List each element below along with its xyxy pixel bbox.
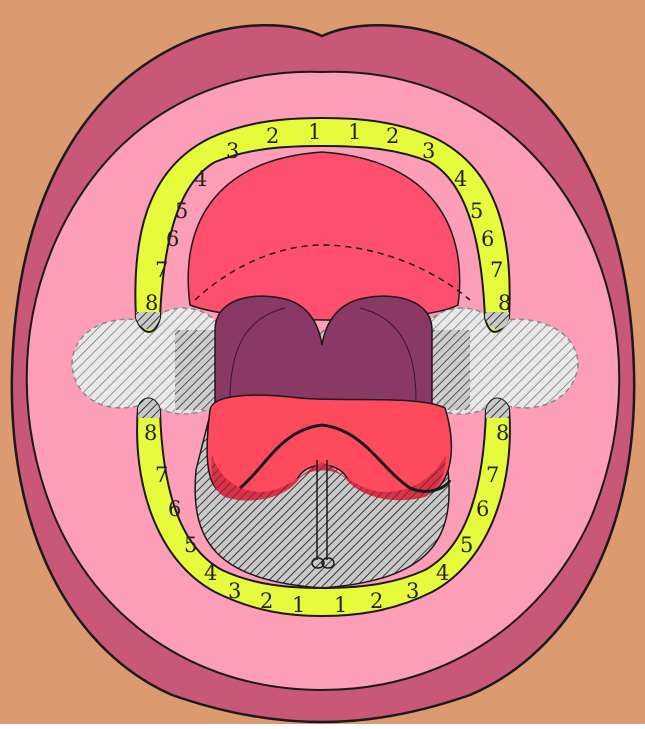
tooth-label-upper-left-4: 4 <box>454 167 467 191</box>
tooth-label-lower-right-3: 3 <box>228 579 241 603</box>
tooth-label-upper-right-6: 6 <box>166 227 179 251</box>
tooth-label-lower-left-4: 4 <box>436 561 449 585</box>
tooth-label-lower-left-6: 6 <box>476 497 489 521</box>
tooth-label-lower-right-1: 1 <box>292 593 305 617</box>
tooth-label-upper-left-7: 7 <box>490 258 503 282</box>
tooth-label-lower-right-6: 6 <box>168 497 181 521</box>
tooth-label-upper-right-1: 1 <box>308 120 321 144</box>
tooth-label-lower-left-8: 8 <box>496 421 509 445</box>
tooth-label-upper-right-4: 4 <box>194 167 207 191</box>
tooth-label-lower-right-7: 7 <box>155 463 168 487</box>
tooth-label-lower-left-7: 7 <box>486 463 499 487</box>
tooth-label-upper-left-1: 1 <box>348 120 361 144</box>
tooth-label-lower-left-1: 1 <box>334 593 347 617</box>
tooth-label-lower-left-5: 5 <box>460 533 473 557</box>
tooth-label-lower-right-2: 2 <box>260 589 273 613</box>
tooth-label-upper-left-6: 6 <box>481 227 494 251</box>
tooth-label-upper-left-5: 5 <box>470 199 483 223</box>
tooth-label-lower-right-4: 4 <box>204 561 217 585</box>
tooth-label-upper-left-2: 2 <box>386 124 399 148</box>
tooth-label-upper-right-5: 5 <box>175 199 188 223</box>
tooth-label-upper-right-8: 8 <box>145 291 158 315</box>
tooth-label-upper-right-7: 7 <box>155 258 168 282</box>
tooth-label-upper-left-8: 8 <box>498 291 511 315</box>
tooth-label-upper-right-2: 2 <box>266 124 279 148</box>
tooth-label-upper-right-3: 3 <box>226 139 239 163</box>
tooth-label-lower-left-3: 3 <box>406 579 419 603</box>
tooth-label-upper-left-3: 3 <box>422 139 435 163</box>
tooth-label-lower-right-5: 5 <box>184 533 197 557</box>
tooth-label-lower-left-2: 2 <box>370 589 383 613</box>
tooth-label-lower-right-8: 8 <box>144 421 157 445</box>
